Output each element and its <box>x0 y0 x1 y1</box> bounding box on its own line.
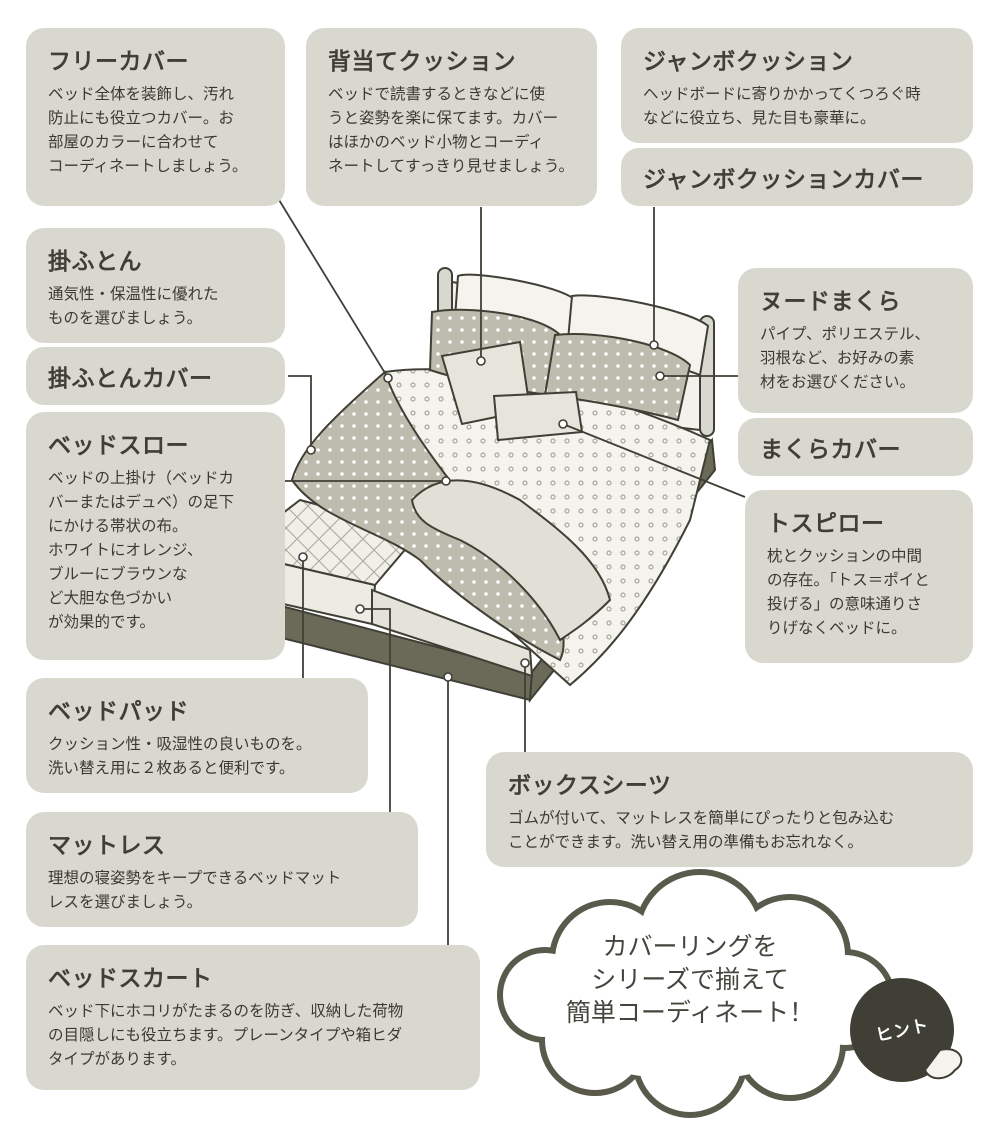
box-sheets-desc: ゴムが付いて、マットレスを簡単にぴったりと包み込む ことができます。洗い替え用の… <box>508 809 895 851</box>
label-bed-skirt: ベッドスカート ベッド下にホコリがたまるのを防ぎ、収納した荷物 の目隠しにも役立… <box>26 945 480 1090</box>
label-box-sheets: ボックスシーツ ゴムが付いて、マットレスを簡単にぴったりと包み込む ことができま… <box>486 752 973 867</box>
bed-skirt-title: ベッドスカート <box>48 966 213 992</box>
nude-pillow-desc: パイプ、ポリエステル、 羽根など、お好みの素 材をお選びください。 <box>760 325 931 391</box>
toss-pillow-desc: 枕とクッションの中間 の存在。「トス＝ポイと 投げる」の意味通りさ りげなくベッ… <box>767 547 930 637</box>
jumbo-cushion-title: ジャンボクッション <box>643 49 854 75</box>
comforter-title: 掛ふとん <box>48 249 142 275</box>
back-cushion-title: 背当てクッション <box>328 49 516 75</box>
box-sheets-title: ボックスシーツ <box>508 773 672 799</box>
label-mattress: マットレス 理想の寝姿勢をキープできるベッドマット レスを選びましょう。 <box>26 812 418 927</box>
bed-throw-title: ベッドスロー <box>48 433 189 459</box>
label-back-cushion: 背当てクッション ベッドで読書するときなどに使 うと姿勢を楽に保てます。カバー … <box>306 28 597 206</box>
bed-pad-title: ベッドパッド <box>48 699 189 725</box>
back-cushion-desc: ベッドで読書するときなどに使 うと姿勢を楽に保てます。カバー はほかのベッド小物… <box>328 85 574 175</box>
label-jumbo-cushion-cover: ジャンボクッションカバー <box>621 148 973 206</box>
label-nude-pillow: ヌードまくら パイプ、ポリエステル、 羽根など、お好みの素 材をお選びください。 <box>738 268 973 413</box>
label-bed-pad: ベッドパッド クッション性・吸湿性の良いものを。 洗い替え用に２枚あると便利です… <box>26 678 368 793</box>
jumbo-cushion-desc: ヘッドボードに寄りかかってくつろぐ時 などに役立ち、見た目も豪華に。 <box>643 85 921 127</box>
toss-pillow-shape <box>492 390 584 442</box>
mascot-icon <box>850 978 963 1082</box>
cloud-message: カバーリングを シリーズで揃えて 簡単コーディネート！ <box>565 932 815 1027</box>
jumbo-cushion-cover-title: ジャンボクッションカバー <box>643 167 924 193</box>
label-comforter: 掛ふとん 通気性・保温性に優れた ものを選びましょう。 <box>26 228 285 343</box>
label-pillow-cover: まくらカバー <box>738 418 973 476</box>
free-cover-title: フリーカバー <box>48 49 189 75</box>
mattress-desc: 理想の寝姿勢をキープできるベッドマット レスを選びましょう。 <box>48 869 342 911</box>
label-free-cover: フリーカバー ベッド全体を装飾し、汚れ 防止にも役立つカバー。お 部屋のカラーに… <box>26 28 285 206</box>
free-cover-desc: ベッド全体を装飾し、汚れ 防止にも役立つカバー。お 部屋のカラーに合わせて コー… <box>48 85 248 175</box>
bed-throw-desc: ベッドの上掛け（ベッドカ バーまたはデュベ）の足下 にかける帯状の布。 ホワイト… <box>48 469 235 631</box>
label-comforter-cover: 掛ふとんカバー <box>26 347 285 405</box>
pillow-cover-title: まくらカバー <box>760 437 901 463</box>
mattress-title: マットレス <box>48 833 166 859</box>
label-jumbo-cushion: ジャンボクッション ヘッドボードに寄りかかってくつろぐ時 などに役立ち、見た目も… <box>621 28 973 143</box>
nude-pillow-title: ヌードまくら <box>760 289 901 315</box>
bed-pad-desc: クッション性・吸湿性の良いものを。 洗い替え用に２枚あると便利です。 <box>48 735 312 777</box>
toss-pillow-title: トスピロー <box>767 511 885 537</box>
bed-skirt-desc: ベッド下にホコリがたまるのを防ぎ、収納した荷物 の目隠しにも役立ちます。プレーン… <box>48 1002 404 1068</box>
label-bed-throw: ベッドスロー ベッドの上掛け（ベッドカ バーまたはデュベ）の足下 にかける帯状の… <box>26 412 285 660</box>
comforter-cover-title: 掛ふとんカバー <box>48 366 213 392</box>
comforter-desc: 通気性・保温性に優れた ものを選びましょう。 <box>48 285 219 327</box>
bed-throw-shape <box>410 479 612 642</box>
label-toss-pillow: トスピロー 枕とクッションの中間 の存在。「トス＝ポイと 投げる」の意味通りさ … <box>745 490 973 663</box>
